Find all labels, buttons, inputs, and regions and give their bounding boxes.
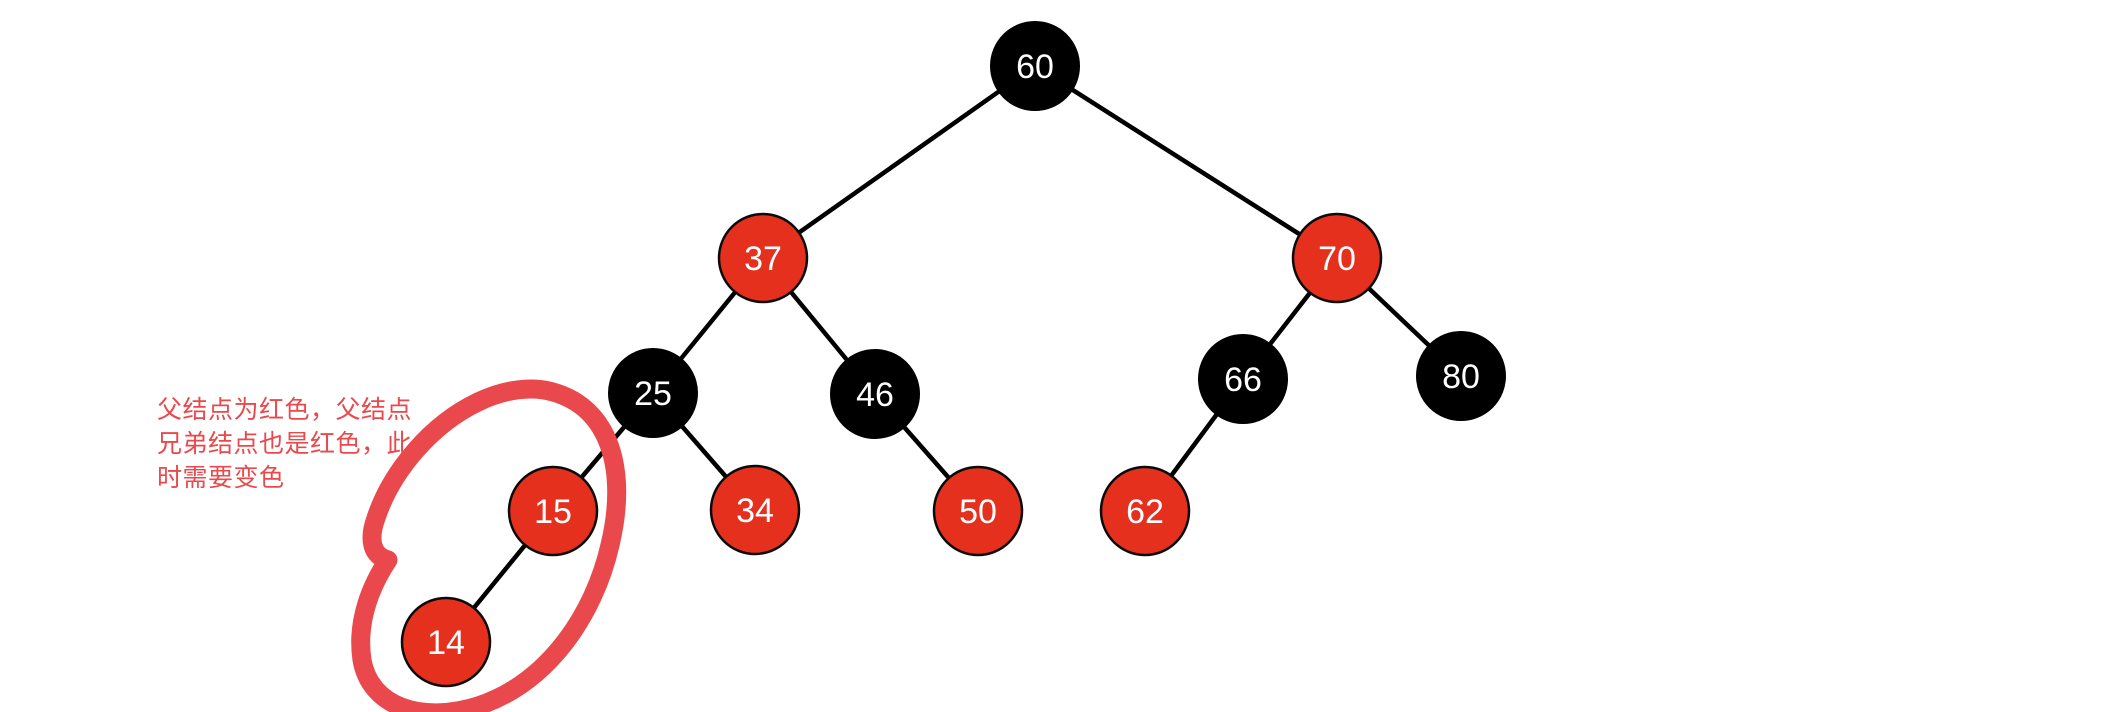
tree-node-70[interactable]: 70 — [1291, 212, 1383, 304]
node-circle-66[interactable] — [1198, 334, 1288, 424]
annotation-text: 父结点为红色，父结点 兄弟结点也是红色，此 时需要变色 — [157, 396, 413, 492]
tree-node-46[interactable]: 46 — [830, 349, 920, 439]
tree-edge-60-70 — [1066, 85, 1306, 239]
node-circle-50[interactable] — [932, 465, 1024, 557]
tree-edge-70-80 — [1363, 283, 1435, 351]
tree-node-50[interactable]: 50 — [932, 465, 1024, 557]
node-circle-37[interactable] — [717, 212, 809, 304]
node-circle-14[interactable] — [400, 596, 492, 688]
tree-node-66[interactable]: 66 — [1198, 334, 1288, 424]
nodes-group: 60 37 70 25 46 66 80 15 34 50 62 14 — [400, 21, 1506, 688]
node-circle-46[interactable] — [830, 349, 920, 439]
node-label-50: 50 — [959, 493, 997, 531]
tree-node-60[interactable]: 60 — [990, 21, 1080, 111]
node-circle-70[interactable] — [1291, 212, 1383, 304]
annotation-highlight-group — [351, 379, 627, 712]
node-label-14: 14 — [427, 624, 465, 662]
tree-edge-25-34 — [677, 420, 731, 483]
node-circle-80[interactable] — [1416, 331, 1506, 421]
tree-edge-70-66 — [1265, 287, 1315, 350]
tree-edge-37-25 — [676, 286, 740, 365]
tree-node-62[interactable]: 62 — [1099, 465, 1191, 557]
tree-node-34[interactable]: 34 — [709, 464, 801, 556]
tree-edge-46-50 — [899, 421, 954, 484]
tree-node-14[interactable]: 14 — [400, 596, 492, 688]
hand-drawn-oval-highlight — [351, 379, 627, 712]
node-label-37: 37 — [744, 240, 782, 278]
node-label-25: 25 — [634, 375, 672, 413]
node-label-60: 60 — [1016, 48, 1054, 86]
tree-edge-66-62 — [1166, 408, 1222, 482]
node-label-15: 15 — [534, 493, 572, 531]
tree-node-25[interactable]: 25 — [608, 348, 698, 438]
tree-node-80[interactable]: 80 — [1416, 331, 1506, 421]
tree-node-37[interactable]: 37 — [717, 212, 809, 304]
node-label-62: 62 — [1126, 493, 1164, 531]
tree-edge-60-37 — [793, 86, 1005, 238]
node-label-34: 34 — [736, 492, 774, 530]
edges-group — [469, 85, 1435, 614]
node-circle-25[interactable] — [608, 348, 698, 438]
node-label-66: 66 — [1224, 361, 1262, 399]
node-label-70: 70 — [1318, 240, 1356, 278]
node-circle-62[interactable] — [1099, 465, 1191, 557]
node-label-80: 80 — [1442, 358, 1480, 396]
node-label-46: 46 — [856, 376, 894, 414]
tree-edge-37-46 — [786, 286, 852, 366]
node-circle-60[interactable] — [990, 21, 1080, 111]
node-circle-15[interactable] — [507, 465, 599, 557]
tree-edge-15-14 — [469, 539, 530, 614]
node-circle-34[interactable] — [709, 464, 801, 556]
tree-node-15[interactable]: 15 — [507, 465, 599, 557]
